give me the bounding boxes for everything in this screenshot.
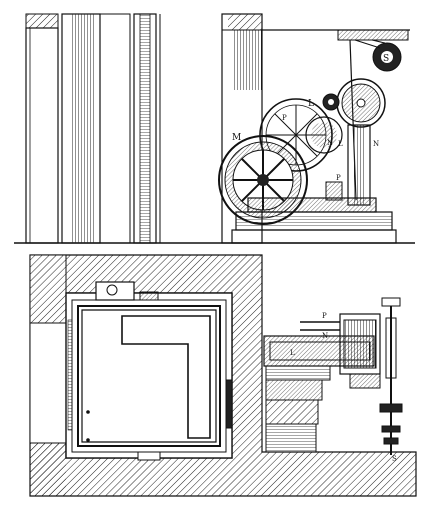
cage-floor <box>81 309 217 443</box>
label-S: S <box>383 54 389 64</box>
label-S-lower: S <box>392 455 397 463</box>
gear-discs <box>265 365 331 381</box>
left-wall <box>25 27 59 244</box>
label-P2: P <box>336 174 341 182</box>
cage-body <box>99 13 131 244</box>
top-box <box>95 281 135 301</box>
label-N: N <box>327 139 333 147</box>
shaft-outline <box>65 292 233 459</box>
foundation <box>231 229 397 244</box>
label-N-lower: N <box>322 332 328 340</box>
upper-elevation: S L P M N L <box>14 13 415 244</box>
pit-opening <box>29 322 67 444</box>
label-N2: N <box>373 140 379 148</box>
label-P-upper: P <box>282 114 287 122</box>
cylinder-P <box>325 181 343 201</box>
right-shaft-cap <box>381 297 401 307</box>
wheel-P-upper <box>305 116 343 154</box>
label-L: L <box>308 99 314 109</box>
label-L-lower: L <box>290 349 295 357</box>
label-M: M <box>232 133 241 143</box>
label-P-lower: P <box>322 312 327 320</box>
engine-bed <box>247 197 377 213</box>
label-L2: L <box>338 140 343 148</box>
lower-plan: P N L S <box>29 254 417 497</box>
overhead-beam <box>337 29 409 41</box>
left-wall-top-hatch <box>25 13 59 29</box>
